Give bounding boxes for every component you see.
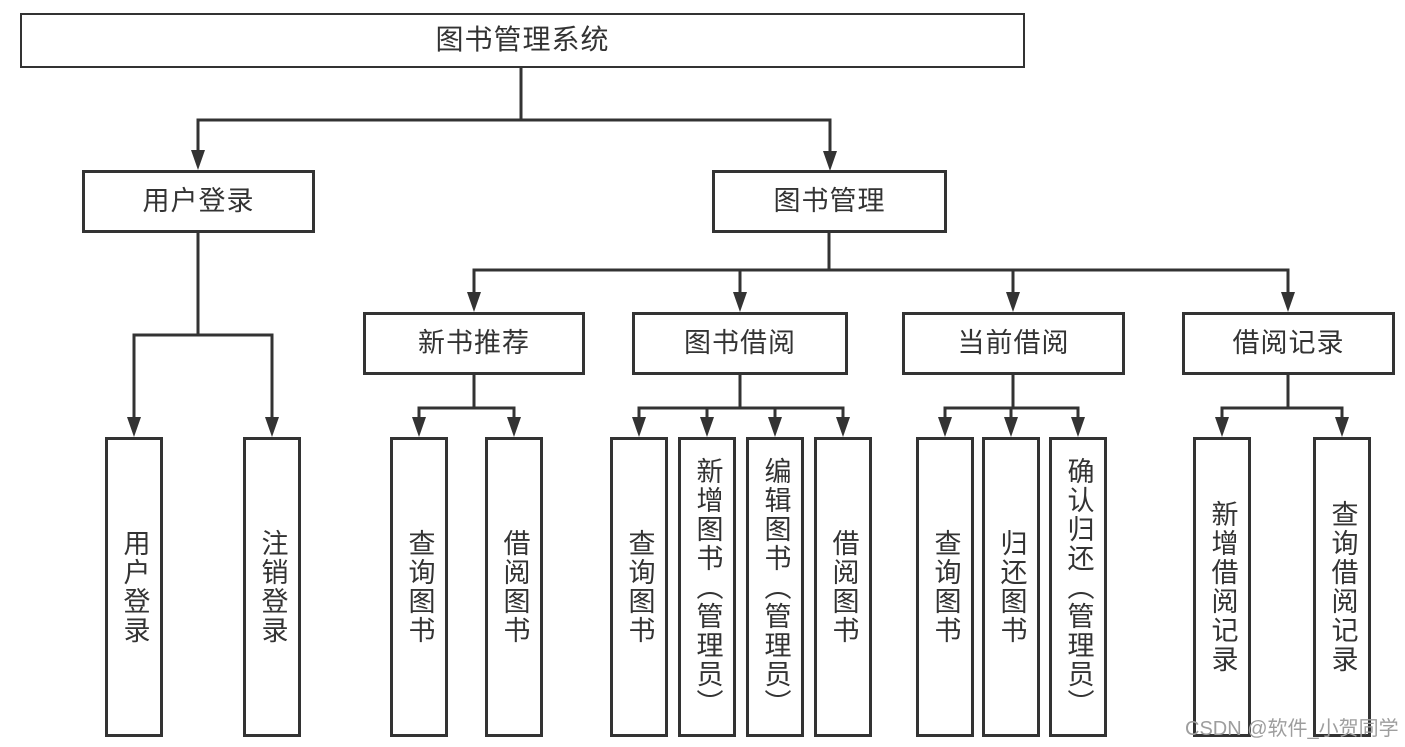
leaf-query-borrow-record: 查询借阅记录	[1313, 437, 1371, 737]
node-label: 借阅记录	[1232, 327, 1345, 358]
leaf-query-books-3: 查询图书	[916, 437, 974, 737]
node-label: 查询图书	[404, 529, 435, 645]
node-label: 查询借阅记录	[1327, 500, 1358, 674]
leaf-add-books-admin: 新增图书（管理员）	[678, 437, 736, 737]
node-user-login: 用户登录	[82, 170, 315, 233]
connector-current-to-leaves	[938, 373, 1085, 437]
leaf-add-borrow-record: 新增借阅记录	[1193, 437, 1251, 737]
node-book-management: 图书管理	[712, 170, 947, 233]
node-label: 查询图书	[624, 529, 655, 645]
node-label: 新增借阅记录	[1207, 500, 1238, 674]
node-label: 用户登录	[119, 529, 150, 645]
connector-root-to-level2	[191, 65, 837, 171]
leaf-logout: 注销登录	[243, 437, 301, 737]
node-label: 用户登录	[142, 185, 255, 216]
node-label: 注销登录	[257, 529, 288, 645]
node-label: 编辑图书（管理员）	[760, 456, 791, 718]
watermark: CSDN @软件_小贺同学	[1185, 718, 1399, 740]
connector-userlogin-to-leaves	[127, 231, 279, 437]
node-label: 新书推荐	[418, 327, 530, 358]
node-label: 借阅图书	[828, 529, 859, 645]
connector-bookmgmt-to-level3	[467, 231, 1295, 312]
node-label: 确认归还（管理员）	[1063, 456, 1094, 718]
node-label: 图书借阅	[684, 327, 796, 358]
node-label: 图书管理	[773, 185, 886, 216]
leaf-edit-books-admin: 编辑图书（管理员）	[746, 437, 804, 737]
leaf-query-books-2: 查询图书	[610, 437, 668, 737]
node-label: 图书管理系统	[435, 24, 610, 56]
node-borrow-records: 借阅记录	[1182, 312, 1395, 375]
node-library-system: 图书管理系统	[20, 13, 1025, 68]
node-label: 归还图书	[996, 529, 1027, 645]
node-book-borrowing: 图书借阅	[632, 312, 848, 375]
node-label: 借阅图书	[499, 529, 530, 645]
node-new-book-recommend: 新书推荐	[363, 312, 585, 375]
leaf-return-books: 归还图书	[982, 437, 1040, 737]
node-label: 新增图书（管理员）	[692, 456, 723, 718]
leaf-confirm-return-admin: 确认归还（管理员）	[1049, 437, 1107, 737]
leaf-query-books-1: 查询图书	[390, 437, 448, 737]
connector-borrowing-to-leaves	[632, 373, 850, 437]
node-label: 查询图书	[930, 529, 961, 645]
leaf-borrow-books-1: 借阅图书	[485, 437, 543, 737]
leaf-borrow-books-2: 借阅图书	[814, 437, 872, 737]
connector-records-to-leaves	[1215, 373, 1349, 437]
node-label: 当前借阅	[957, 327, 1070, 358]
leaf-user-login: 用户登录	[105, 437, 163, 737]
node-current-borrowing: 当前借阅	[902, 312, 1125, 375]
connector-newbooks-to-leaves	[412, 373, 521, 437]
